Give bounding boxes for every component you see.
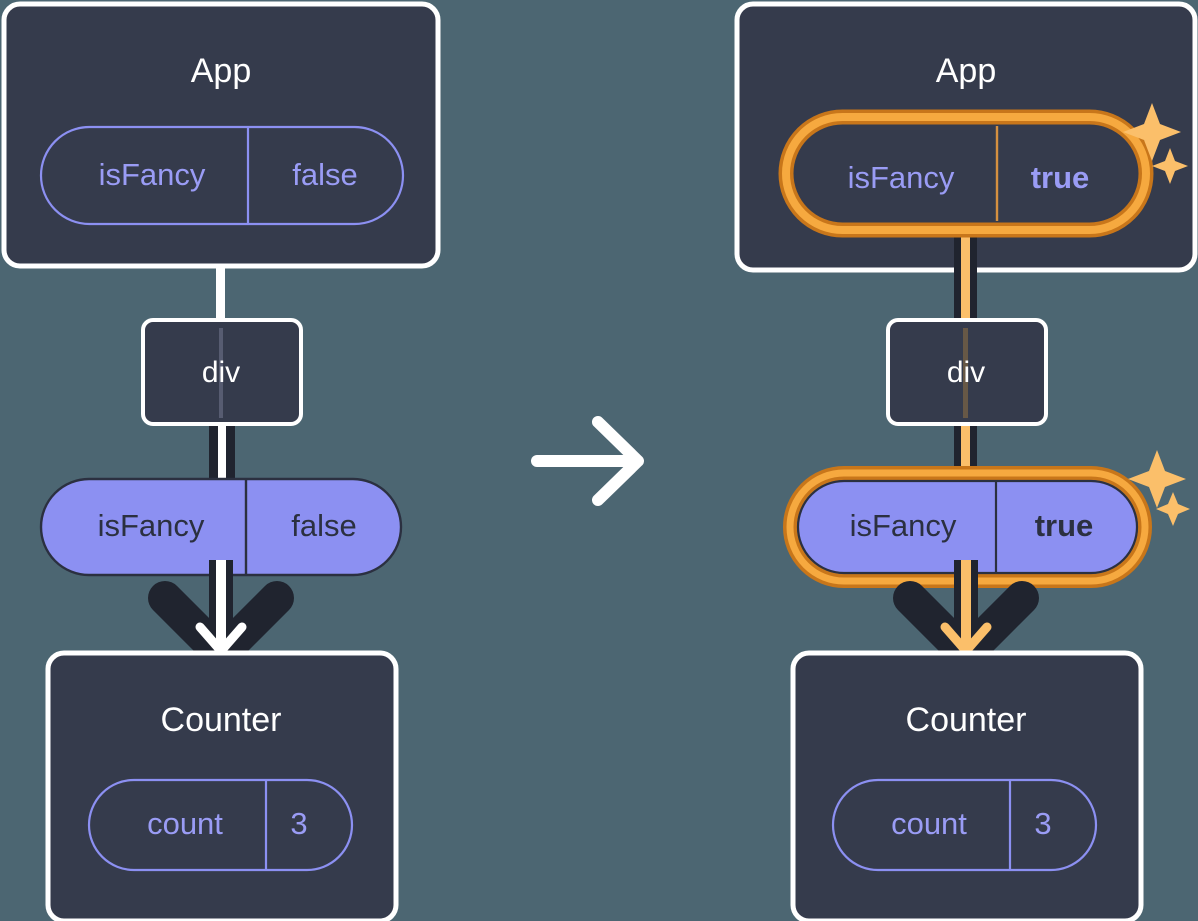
panel-after: App isFancy true div [734,1,1198,921]
app-title: App [191,52,252,90]
app-state-key-r: isFancy [848,160,955,195]
sparkle-small-icon [1152,148,1188,184]
div-title: div [202,356,240,389]
counter-state-pill-outline-r [831,778,1098,872]
counter-title-r: Counter [906,701,1027,739]
wire-app-to-div [216,255,225,330]
counter-state-pill: count 3 [87,778,354,872]
div-inner-wire-r [963,328,968,418]
arrow-shaft-r [961,560,971,655]
wire-app-to-div-highlight-r2 [961,226,970,334]
arrow-right-icon-head [592,416,644,506]
app-state-value-r: true [1031,160,1090,195]
wire-div-to-prop-left [209,415,218,510]
counter-state-key: count [147,806,223,841]
app-box [1,1,441,269]
app-title-r: App [936,52,997,90]
wire-div-to-prop-right [226,415,235,510]
sparkle-large-icon-2 [1128,450,1186,508]
app-state-pill-r: isFancy true [778,109,1154,238]
app-sparkles-icon [1123,103,1188,184]
sparkle-large-icon [1123,103,1181,161]
app-state-pill: isFancy false [39,125,405,226]
wire-div-to-prop-highlight-r [961,415,970,510]
counter-state-value-r: 3 [1034,806,1051,841]
div-inner-wire [219,328,223,418]
app-state-value: false [292,157,357,192]
div-box-group: div [141,318,303,426]
wire-div-to-prop-center [218,415,226,510]
arrow-shaft [216,560,226,655]
prop-value: false [291,508,356,543]
app-state-pill-outline [39,125,405,226]
counter-state-value: 3 [290,806,307,841]
counter-title: Counter [161,701,282,739]
prop-sparkles-icon [1128,450,1190,526]
div-title-r: div [947,356,985,389]
counter-box [45,650,399,921]
sparkle-small-icon-2 [1156,492,1190,526]
app-state-pill-fill-r [795,126,1137,221]
div-box-group-r: div [886,318,1048,426]
prop-value-r: true [1035,508,1094,543]
app-state-key: isFancy [99,157,206,192]
panel-before: App isFancy false div isFancy false [1,1,441,921]
counter-state-pill-outline [87,778,354,872]
prop-key-r: isFancy [850,508,957,543]
transition-arrow-right-icon [531,416,644,506]
counter-state-key-r: count [891,806,967,841]
counter-box-r [790,650,1144,921]
counter-state-pill-r: count 3 [831,778,1098,872]
prop-pill: isFancy false [39,477,403,577]
prop-key: isFancy [98,508,205,543]
app-state-pill-highlight-inner [782,113,1150,234]
